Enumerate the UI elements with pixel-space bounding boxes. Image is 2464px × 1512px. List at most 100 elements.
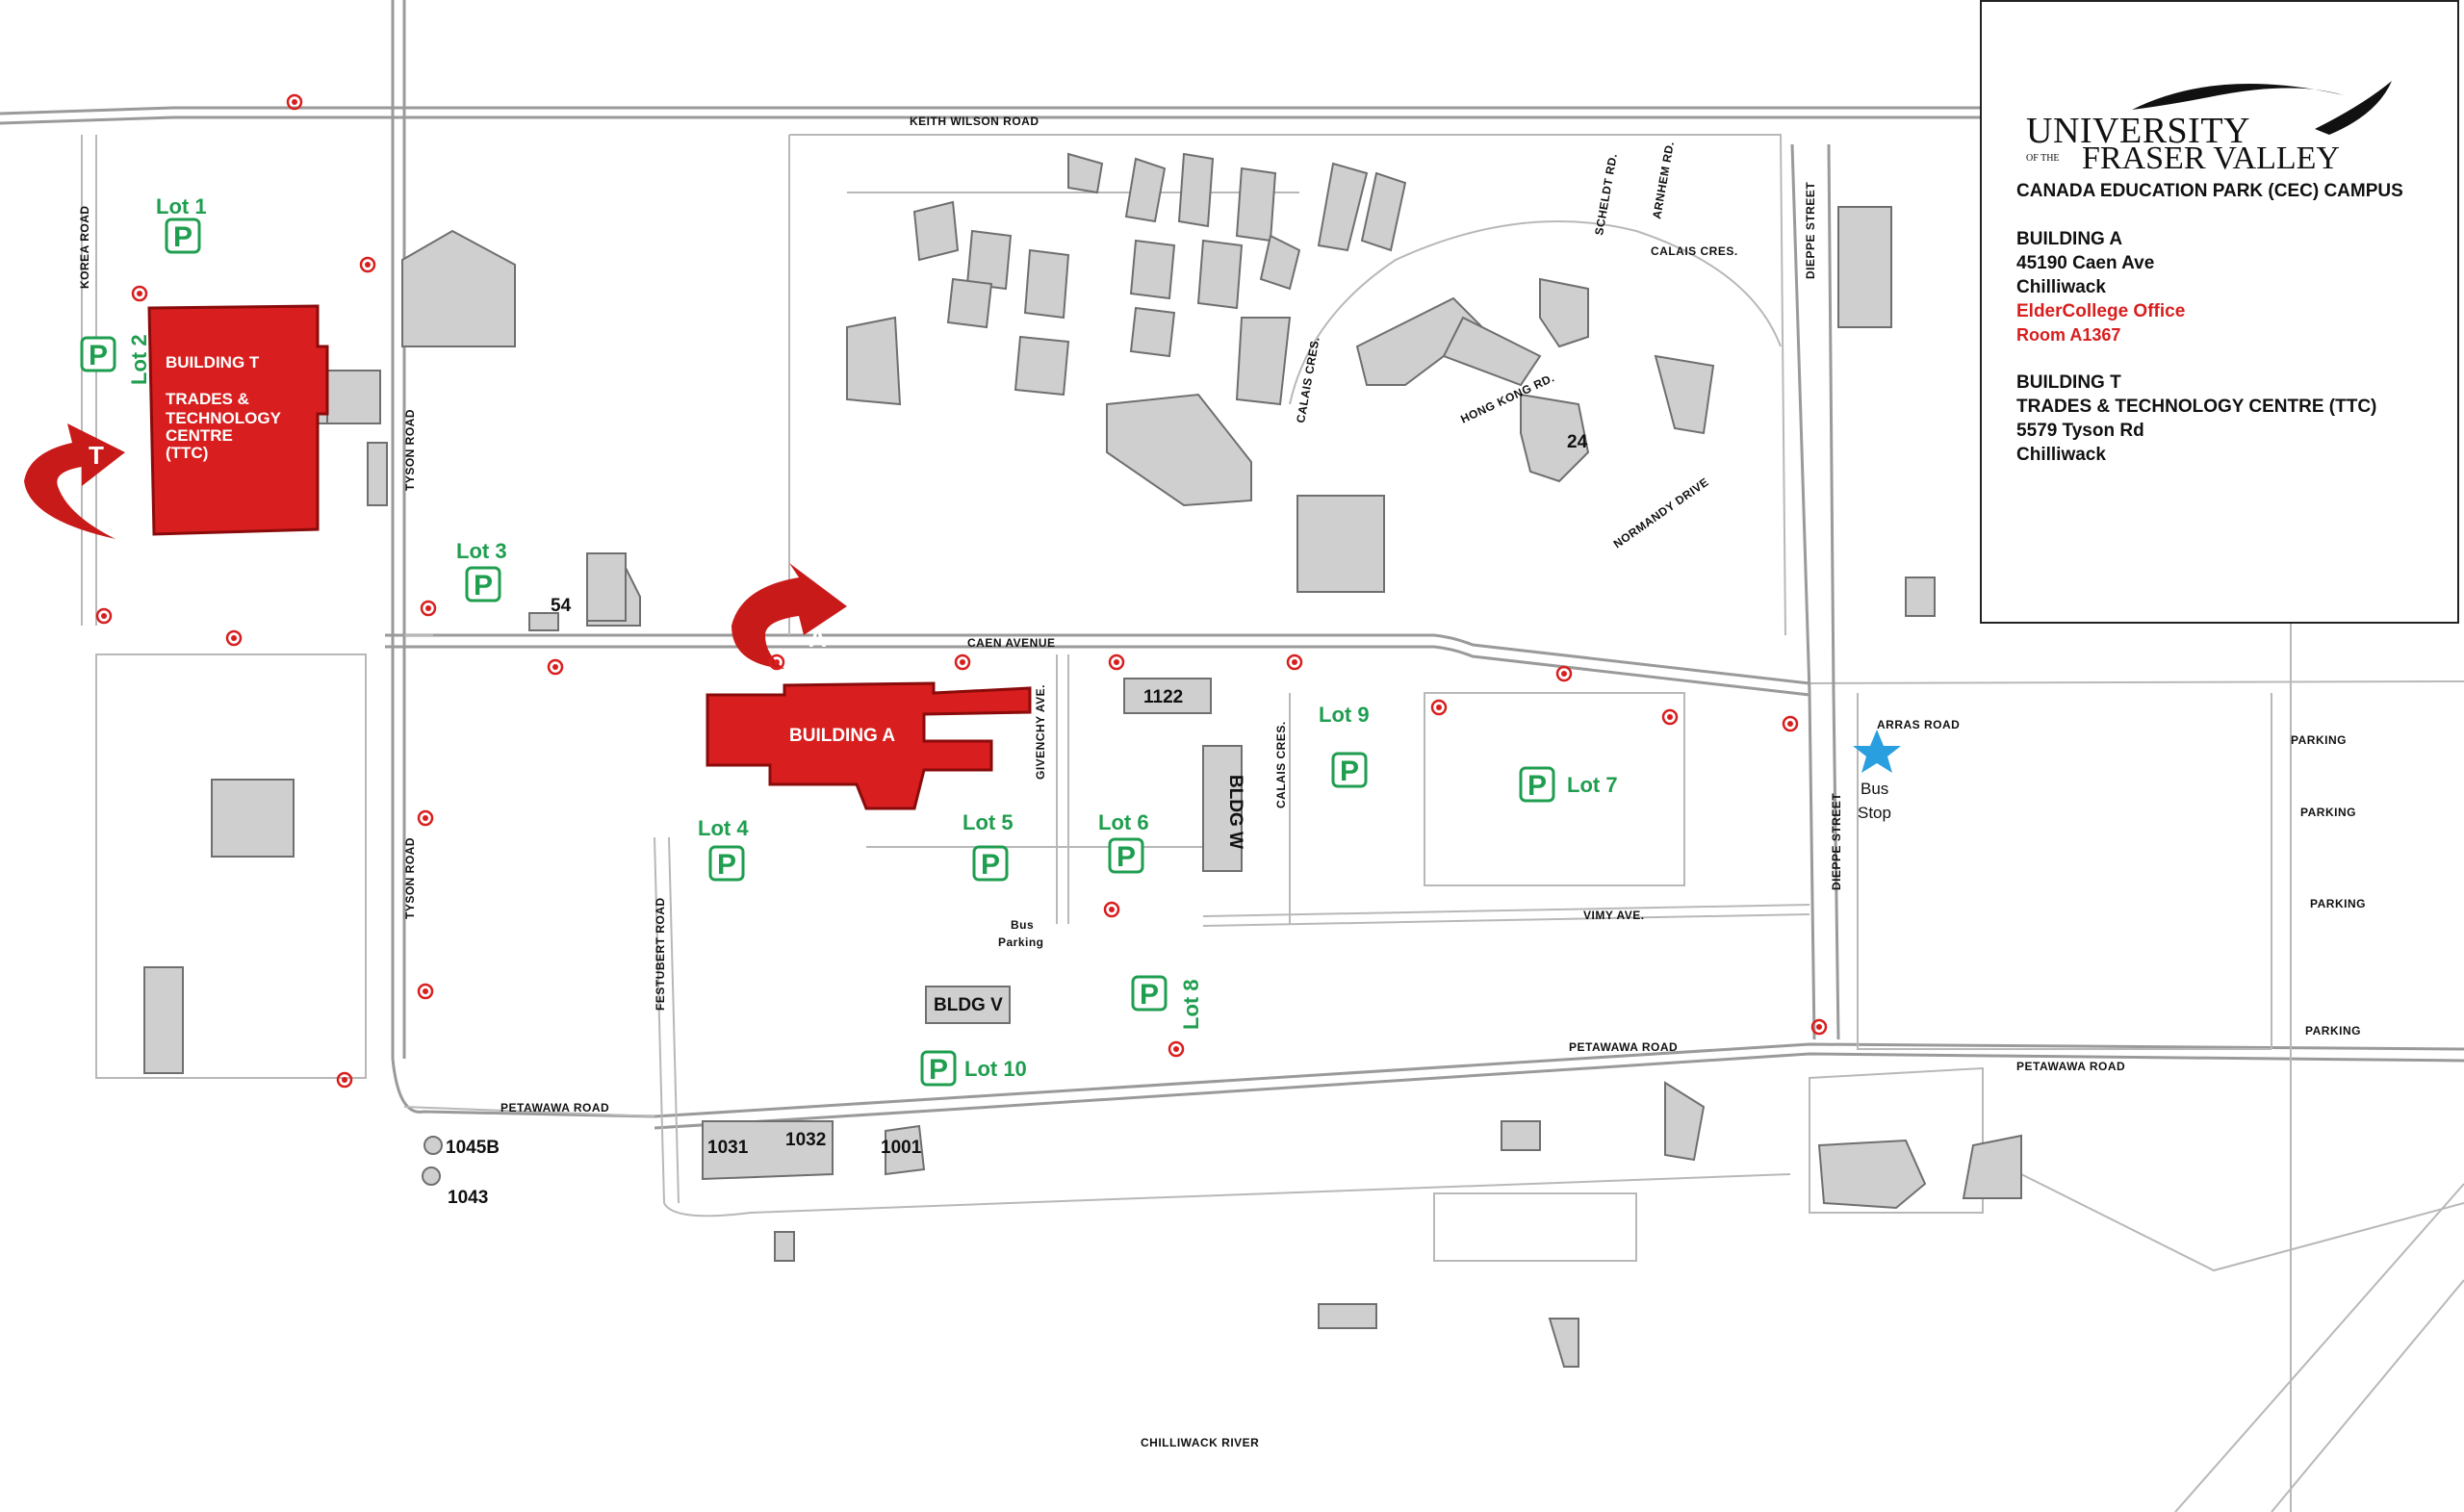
street-arnhem: ARNHEM RD. <box>1650 141 1677 220</box>
building-t-address-2: Chilliwack <box>2016 445 2106 465</box>
bldg-a-label: BUILDING A <box>789 726 895 746</box>
phone-icon <box>1430 699 1448 716</box>
logo-fraser-valley: FRASER VALLEY <box>2082 141 2340 176</box>
bldg-1122-label: 1122 <box>1143 687 1183 707</box>
bus-parking-label-2: Parking <box>998 935 1044 949</box>
lot-8-label: Lot 8 <box>1179 979 1203 1030</box>
lot-1-label: Lot 1 <box>156 194 207 218</box>
building-a[interactable] <box>706 681 1032 810</box>
eldercollege-office: ElderCollege Office <box>2016 301 2186 321</box>
phone-icon <box>954 653 971 671</box>
curved-arrow-icon <box>732 563 847 669</box>
building-t-name: TRADES & TECHNOLOGY CENTRE (TTC) <box>2016 397 2377 417</box>
lot-4-label: Lot 4 <box>698 816 749 840</box>
parking-label-2: PARKING <box>2300 806 2356 819</box>
parking-icon <box>1108 837 1144 874</box>
street-tyson-south: TYSON ROAD <box>403 837 417 919</box>
parking-label-3: PARKING <box>2310 897 2366 910</box>
lot-7[interactable]: P Lot 7 <box>1519 766 1618 803</box>
emergency-markers <box>95 93 1828 1089</box>
parking-icon <box>920 1050 957 1087</box>
parking-icon <box>1331 752 1368 788</box>
bldg-t-line-5: (TTC) <box>166 444 208 462</box>
building-a-title: BUILDING A <box>2016 229 2123 249</box>
building-t[interactable] <box>147 304 329 536</box>
lot-6[interactable]: Lot 6 P <box>1098 810 1149 874</box>
phone-icon <box>131 285 148 302</box>
phone-icon <box>359 256 376 273</box>
svg-text:P: P <box>717 849 736 881</box>
bldg-v-label: BLDG V <box>934 995 1003 1015</box>
bldg-t-line-3: TECHNOLOGY <box>166 409 282 427</box>
bus-parking-label-1: Bus <box>1011 918 1034 932</box>
svg-text:P: P <box>1140 979 1159 1011</box>
parking-icon <box>708 845 745 882</box>
svg-text:P: P <box>89 340 108 372</box>
street-calais-s: CALAIS CRES. <box>1274 721 1288 808</box>
legend-box: UNIVERSITY OF THE FRASER VALLEY CANADA E… <box>1980 0 2459 624</box>
lot-2-label: Lot 2 <box>127 334 151 385</box>
bldg-t-line-2: TRADES & <box>166 390 249 408</box>
lot-8[interactable]: P Lot 8 <box>1131 975 1203 1030</box>
street-caen: CAEN AVENUE <box>967 636 1056 650</box>
street-korea: KOREA ROAD <box>78 205 91 289</box>
curved-arrow-icon <box>24 423 125 539</box>
bldg-v[interactable] <box>925 986 1011 1024</box>
phone-icon <box>336 1071 353 1089</box>
building-t-address-1: 5579 Tyson Rd <box>2016 421 2144 441</box>
parking-icon <box>465 566 501 602</box>
svg-text:P: P <box>981 849 1000 881</box>
marker-t[interactable]: T <box>24 423 125 539</box>
logo-of-the: OF THE <box>2026 153 2060 164</box>
swoosh-icon <box>2132 81 2392 135</box>
phone-icon <box>417 809 434 827</box>
lot-5[interactable]: Lot 5 P <box>962 810 1014 882</box>
lot-4[interactable]: Lot 4 P <box>698 816 749 882</box>
building-a-address-1: 45190 Caen Ave <box>2016 253 2155 273</box>
lot-10-label: Lot 10 <box>964 1057 1027 1081</box>
bus-stop-icon[interactable] <box>1853 730 1901 773</box>
phone-icon <box>1103 901 1120 918</box>
bldg-1045b-label: 1045B <box>446 1138 500 1158</box>
ufv-logo: UNIVERSITY OF THE FRASER VALLEY <box>2026 71 2430 177</box>
lot-6-label: Lot 6 <box>1098 810 1149 834</box>
lot-3-label: Lot 3 <box>456 539 507 563</box>
street-vimy: VIMY AVE. <box>1583 909 1645 922</box>
street-givenchy: GIVENCHY AVE. <box>1034 684 1047 780</box>
phone-icon <box>768 653 785 671</box>
parking-label-4: PARKING <box>2305 1024 2361 1038</box>
phone-icon <box>1661 708 1679 726</box>
phone-icon <box>286 93 303 111</box>
lot-7-label: Lot 7 <box>1567 773 1618 797</box>
svg-text:P: P <box>1116 841 1136 873</box>
parking-icon <box>165 218 201 254</box>
bldg-54-label: 54 <box>551 596 572 616</box>
phone-icon <box>417 983 434 1000</box>
bldg-w-label: BLDG W <box>1225 775 1245 849</box>
logo-university: UNIVERSITY <box>2026 111 2250 151</box>
phone-icon <box>1108 653 1125 671</box>
svg-text:P: P <box>474 570 493 602</box>
street-petawawa-e: PETAWAWA ROAD <box>2016 1060 2125 1073</box>
street-scheldt: SCHELDT RD. <box>1592 152 1620 236</box>
parking-icon <box>80 336 116 372</box>
street-calais-n: CALAIS CRES. <box>1651 244 1738 258</box>
lot-10[interactable]: P Lot 10 <box>920 1050 1027 1087</box>
phone-icon <box>420 600 437 617</box>
phone-icon <box>225 629 243 647</box>
bus-stop-label-2: Stop <box>1858 804 1891 822</box>
river-label: CHILLIWACK RIVER <box>1141 1436 1259 1449</box>
lot-1[interactable]: Lot 1 P <box>156 194 207 254</box>
lot-9[interactable]: Lot 9 P <box>1319 703 1370 788</box>
phone-icon <box>1168 1040 1185 1058</box>
phone-icon <box>1286 653 1303 671</box>
lot-3[interactable]: Lot 3 P <box>456 539 507 602</box>
street-festubert: FESTUBERT ROAD <box>654 897 667 1011</box>
building-t-title: BUILDING T <box>2016 372 2121 393</box>
marker-a[interactable]: A <box>732 563 847 669</box>
marker-t-letter: T <box>89 441 104 470</box>
street-calais-w: CALAIS CRES. <box>1294 336 1322 424</box>
lot-2[interactable]: P Lot 2 <box>80 334 151 385</box>
